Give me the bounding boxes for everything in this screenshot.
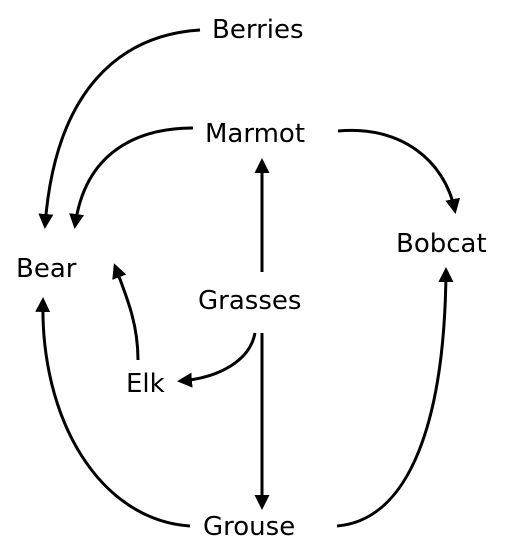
arrow-marmot-to-bear — [69, 126, 194, 229]
node-bear: Bear — [16, 254, 77, 284]
arrow-berries-to-bear — [38, 28, 201, 229]
arrow-elk-to-bear — [112, 263, 140, 361]
arrow-marmot-to-bobcat — [337, 128, 461, 214]
node-elk: Elk — [126, 369, 165, 399]
arrow-grouse-to-bear — [35, 297, 191, 528]
node-bobcat: Bobcat — [396, 229, 487, 259]
node-berries: Berries — [212, 15, 304, 45]
arrow-grasses-to-elk — [177, 332, 257, 388]
node-grouse: Grouse — [203, 512, 296, 542]
node-grasses: Grasses — [198, 286, 302, 316]
node-marmot: Marmot — [205, 119, 306, 149]
arrow-grouse-to-bobcat — [336, 267, 454, 528]
